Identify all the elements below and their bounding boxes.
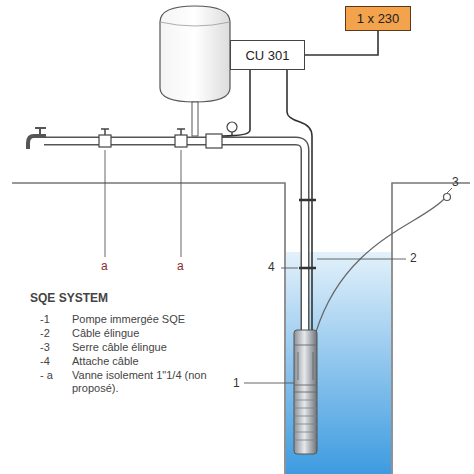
key-number: -3 (40, 341, 50, 354)
leader-line (244, 383, 294, 384)
control-unit-box: CU 301 (230, 40, 305, 70)
leader-line (317, 259, 406, 260)
cable-clamp (444, 194, 451, 201)
pressure-gauge (227, 122, 237, 132)
valve (175, 135, 187, 147)
callout-number: 2 (410, 252, 417, 265)
cable-tie (299, 200, 316, 268)
safety-cable (316, 199, 444, 332)
key-text: Serre câble élingue (72, 341, 167, 354)
callout-number: 3 (452, 176, 459, 189)
legend-heading: SQE SYSTEM (30, 292, 108, 305)
key-text: Attache câble (72, 355, 139, 368)
tank-seam (160, 22, 230, 26)
leader-line (447, 188, 452, 193)
faucet-handle (35, 128, 46, 136)
pump-rib (294, 440, 317, 441)
callout-number: 4 (268, 261, 275, 274)
submersible-pump (294, 330, 317, 454)
key-number: -4 (40, 355, 50, 368)
pump-rib (294, 416, 317, 417)
key-text: Vanne isolement 1"1/4 (non proposé). (72, 369, 222, 395)
pump-details (294, 345, 317, 392)
callout-number: 1 (233, 377, 240, 390)
faucet (28, 136, 46, 149)
pump-cable (287, 70, 312, 333)
pump-ribs (294, 400, 317, 440)
pump-rib (294, 424, 317, 425)
valve-handle (101, 129, 109, 135)
leader-line (105, 150, 181, 257)
power-wire (305, 31, 378, 55)
key-text: Pompe immergée SQE (72, 313, 185, 326)
power-supply-box: 1 x 230 (345, 6, 411, 31)
key-text: Câble élingue (72, 327, 139, 340)
callout-letter: a (101, 260, 108, 273)
valve (99, 135, 111, 147)
valve-handle (177, 129, 185, 135)
box-label: CU 301 (245, 48, 289, 63)
pressure-sensor (206, 134, 222, 148)
tank-stem (192, 102, 198, 136)
callout-letter: a (177, 260, 184, 273)
leader-line (281, 268, 298, 269)
box-label: 1 x 230 (357, 11, 400, 26)
key-number: - a (40, 369, 53, 382)
pump-rib (294, 432, 317, 433)
key-number: -2 (40, 327, 50, 340)
sensor-wire (222, 70, 250, 136)
ground-line (12, 183, 470, 474)
expansion-tank (160, 6, 230, 102)
pump-rib (294, 400, 317, 401)
pump-rib (294, 408, 317, 409)
key-number: -1 (40, 313, 50, 326)
